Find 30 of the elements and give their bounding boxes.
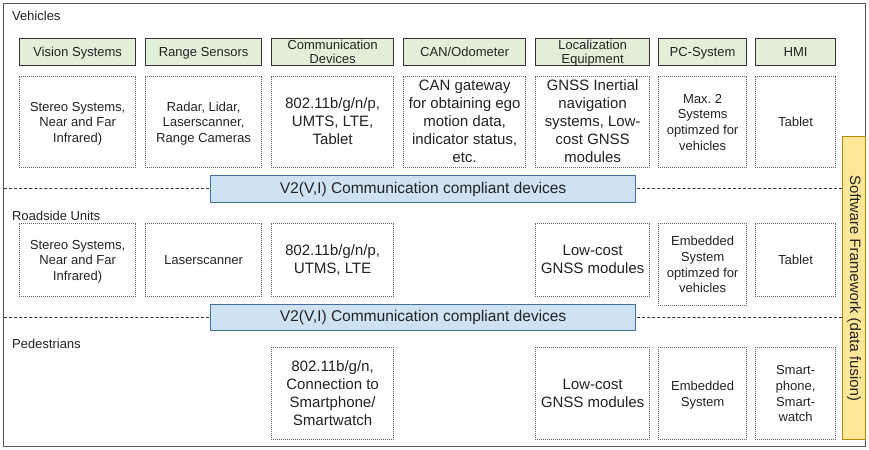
device-box: Stereo Systems, Near and Far Infrared) xyxy=(19,76,136,168)
device-box: 802.11b/g/n/p, UMTS, LTE, Tablet xyxy=(271,76,394,168)
category-header: CAN/Odometer xyxy=(403,38,526,66)
device-box: Embedded System xyxy=(658,347,747,440)
category-header: HMI xyxy=(755,38,836,66)
device-box: CAN gateway for obtaining ego motion data, indicator status, etc. xyxy=(403,76,526,168)
communication-bar: V2(V,I) Communication compliant devices xyxy=(210,175,636,203)
device-box: GNSS Inertial navigation systems, Low-cost GNSS modules xyxy=(535,76,650,168)
section-title: Roadside Units xyxy=(12,208,100,224)
category-header: Localization Equipment xyxy=(535,38,650,66)
section-title: Vehicles xyxy=(12,8,60,24)
framework-bar: Software Framework (data fusion) xyxy=(842,136,866,440)
category-header: Range Sensors xyxy=(145,38,262,66)
category-header: Communication Devices xyxy=(271,38,394,66)
device-box: Embedded System optimzed for vehicles xyxy=(658,223,747,306)
section-title: Pedestrians xyxy=(12,336,81,352)
device-box: Max. 2 Systems optimzed for vehicles xyxy=(658,76,747,168)
device-box: Stereo Systems, Near and Far Infrared) xyxy=(19,223,136,297)
communication-bar: V2(V,I) Communication compliant devices xyxy=(210,304,636,331)
device-box: Laserscanner xyxy=(145,223,262,297)
device-box: Tablet xyxy=(755,76,836,168)
device-box: Low-cost GNSS modules xyxy=(535,223,650,297)
category-header: Vision Systems xyxy=(19,38,136,66)
device-box: 802.11b/g/n, Connection to Smartphone/ Smartwatch xyxy=(271,347,394,440)
device-box: 802.11b/g/n/p, UTMS, LTE xyxy=(271,223,394,297)
device-box: Tablet xyxy=(755,223,836,297)
device-box: Smart-phone, Smart-watch xyxy=(755,347,836,440)
category-header: PC-System xyxy=(658,38,747,66)
device-box: Low-cost GNSS modules xyxy=(535,347,650,440)
device-box: Radar, Lidar, Laserscanner, Range Cameras xyxy=(145,76,262,168)
